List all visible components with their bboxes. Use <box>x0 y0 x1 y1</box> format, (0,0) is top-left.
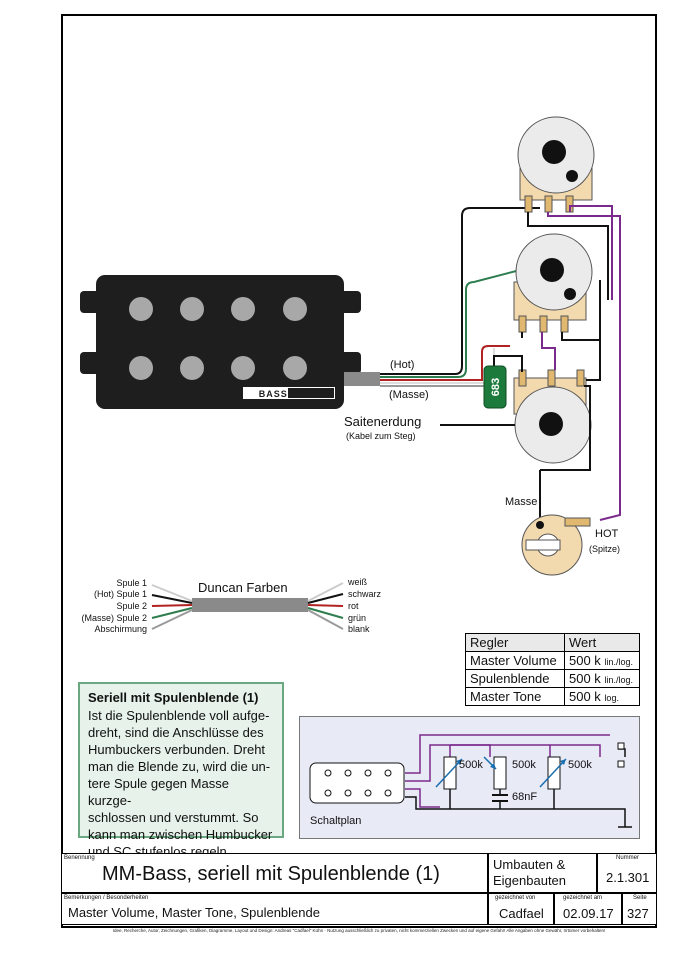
table-row: Spulenblende 500 k lin./log. <box>465 669 640 688</box>
gezeichnet-von-value: Cadfael <box>499 906 544 921</box>
wert-value: 500 k <box>569 653 601 668</box>
seite-cell: Seite 327 <box>622 893 657 925</box>
capacitor <box>483 355 523 409</box>
description-line: man die Blende zu, wird die un- <box>88 759 271 774</box>
capacitor-code: 683 <box>490 378 502 396</box>
bemerkungen-caption: Bemerkungen / Besonderheiten <box>64 895 149 901</box>
description-line: tere Spule gegen Masse kurzge- <box>88 776 229 808</box>
legend-left-3: (Masse) Spule 2 <box>81 613 147 623</box>
wert-value: 500 k <box>569 689 601 704</box>
table-cell-regler: Master Volume <box>465 651 565 670</box>
legend-right-0: weiß <box>348 577 368 587</box>
pot-wiring <box>440 205 621 525</box>
pot-master-tone <box>513 369 592 464</box>
category-cell: Umbauten & Eigenbauten <box>488 853 597 893</box>
masse-jack-label: Masse <box>505 496 538 508</box>
legend-left-4: Abschirmung <box>94 624 147 634</box>
wert-value: 500 k <box>569 671 601 686</box>
legend-left-1: (Hot) Spule 1 <box>93 589 147 599</box>
schematic-cap-value: 68nF <box>512 791 538 803</box>
gezeichnet-von-caption: gezeichnet von <box>495 895 536 901</box>
table-cell-wert: 500 k lin./log. <box>564 669 640 688</box>
table-cell-wert: 500 k lin./log. <box>564 651 640 670</box>
description-line: schlossen und verstummt. So <box>88 810 259 825</box>
schematic-pot3-value: 500k <box>568 759 592 771</box>
footer-note: Idee, Recherche, Autor, Zeichnungen, Gra… <box>112 928 606 933</box>
benennung-caption: Benennung <box>64 855 95 861</box>
legend-right-4: blank <box>348 624 370 634</box>
schematic-box: Schaltplan 500k 500k 500k 68nF <box>299 716 640 839</box>
pot-master-volume <box>517 116 595 213</box>
schematic-pot1-value: 500k <box>459 759 483 771</box>
gezeichnet-von-cell: gezeichnet von Cadfael <box>488 893 554 925</box>
gezeichnet-am-caption: gezeichnet am <box>563 895 603 901</box>
masse-label: (Masse) <box>389 389 429 401</box>
description-line: dreht, sind die Anschlüsse des <box>88 725 264 740</box>
description-box: Seriell mit Spulenblende (1) Ist die Spu… <box>78 682 284 859</box>
legend-left-2: Spule 2 <box>116 601 147 611</box>
table-row: Master Tone 500 k log. <box>465 687 640 706</box>
duncan-colors-title: Duncan Farben <box>198 580 288 595</box>
pickup-brand: BASSLINES <box>259 389 320 399</box>
table-header-regler: Regler <box>465 633 565 652</box>
schematic-label: Schaltplan <box>310 815 362 827</box>
drawing-title: MM-Bass, seriell mit Spulenblende (1) <box>102 863 440 885</box>
gezeichnet-am-value: 02.09.17 <box>563 906 614 921</box>
description-line: kann man zwischen Humbucker <box>88 827 273 842</box>
gezeichnet-am-cell: gezeichnet am 02.09.17 <box>554 893 622 925</box>
schematic-pot2-value: 500k <box>512 759 536 771</box>
category-line1: Umbauten & <box>493 857 566 872</box>
schematic-drawing <box>309 734 632 828</box>
hot-jack-label: HOT <box>595 528 619 540</box>
wert-unit: log. <box>604 693 619 703</box>
seite-caption: Seite <box>633 895 647 901</box>
bemerkungen-value: Master Volume, Master Tone, Spulenblende <box>68 905 320 920</box>
bemerkungen-cell: Bemerkungen / Besonderheiten Master Volu… <box>61 893 488 925</box>
duncan-color-cable <box>151 582 344 630</box>
humbucker-pickup <box>80 275 361 409</box>
description-line: Ist die Spulenblende voll aufge- <box>88 708 270 723</box>
pot-spulenblende <box>513 233 593 333</box>
seite-value: 327 <box>627 906 649 921</box>
nummer-cell: Nummer 2.1.301 <box>597 853 657 893</box>
legend-right-3: grün <box>348 613 367 623</box>
description-heading: Seriell mit Spulenblende (1) <box>88 690 259 705</box>
legend-right-1: schwarz <box>348 589 382 599</box>
wert-unit: lin./log. <box>604 675 633 685</box>
nummer-caption: Nummer <box>616 855 640 861</box>
drawing-sheet <box>61 14 657 928</box>
table-cell-regler: Spulenblende <box>465 669 565 688</box>
regler-table: Regler Wert Master Volume 500 k lin./log… <box>465 633 640 706</box>
table-cell-wert: 500 k log. <box>564 687 640 706</box>
description-line: Humbuckers verbunden. Dreht <box>88 742 266 757</box>
title-cell: Benennung MM-Bass, seriell mit Spulenble… <box>61 853 488 893</box>
table-row: Master Volume 500 k lin./log. <box>465 651 640 670</box>
nummer-value: 2.1.301 <box>606 870 650 885</box>
legend-left-0: Spule 1 <box>116 578 147 588</box>
spitze-label: (Spitze) <box>589 544 621 554</box>
kabel-zum-steg-label: (Kabel zum Steg) <box>346 431 416 441</box>
legend-right-2: rot <box>348 601 359 611</box>
hot-label: (Hot) <box>390 359 415 371</box>
wert-unit: lin./log. <box>604 657 633 667</box>
table-cell-regler: Master Tone <box>465 687 565 706</box>
output-jack <box>521 514 591 576</box>
table-header-wert: Wert <box>564 633 640 652</box>
category-line2: Eigenbauten <box>493 873 567 888</box>
saitenerdung-label: Saitenerdung <box>344 414 422 429</box>
